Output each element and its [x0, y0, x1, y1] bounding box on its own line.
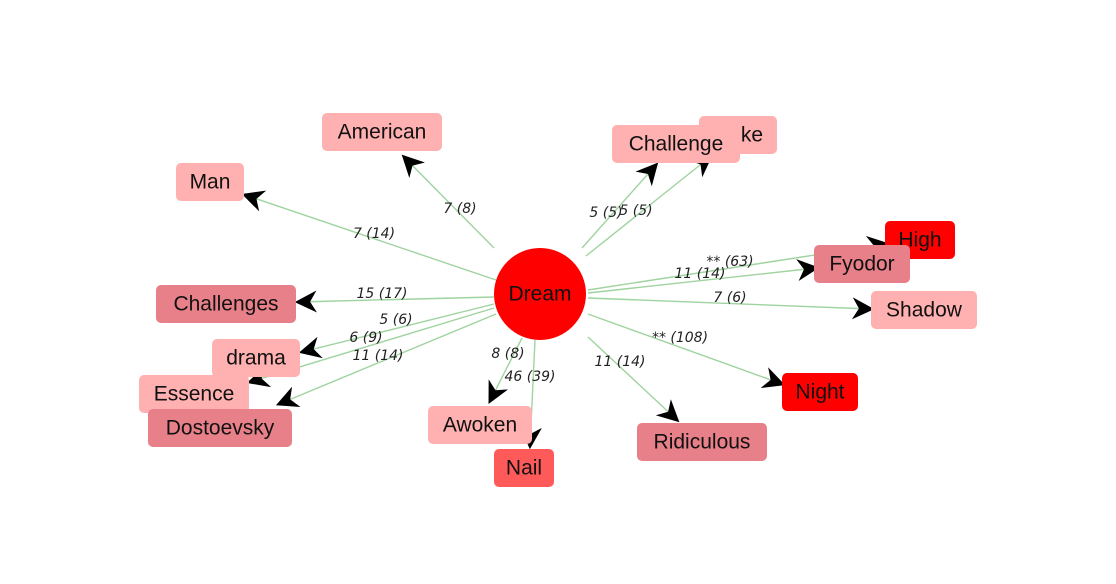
edge-dostoevsky	[275, 313, 497, 407]
node-essence[interactable]: Essence	[139, 375, 249, 413]
edge-label-man: 7 (14)	[353, 226, 395, 242]
node-box-man[interactable]	[176, 163, 244, 201]
node-label-shadow: Shadow	[886, 299, 963, 322]
node-label-challenges: Challenges	[173, 293, 278, 316]
node-box-nail[interactable]	[494, 449, 554, 487]
node-box-dostoevsky[interactable]	[148, 409, 292, 447]
edge-label-night: ** (108)	[652, 330, 708, 346]
node-label-drama: drama	[226, 347, 286, 370]
edge-label-ke: 5 (5)	[619, 203, 652, 219]
node-label-essence: Essence	[154, 383, 235, 406]
center-node-label: Dream	[508, 283, 571, 306]
edge-ridiculous	[587, 336, 680, 423]
edge-label-drama: 5 (6)	[379, 312, 412, 328]
node-fyodor[interactable]: Fyodor	[814, 245, 910, 283]
edge-label-high: ** (63)	[706, 254, 753, 270]
node-box-challenge[interactable]	[612, 125, 740, 163]
node-label-challenge: Challenge	[629, 133, 724, 156]
node-label-night: Night	[795, 381, 844, 404]
node-man[interactable]: Man	[176, 163, 244, 201]
center-node-circle[interactable]	[494, 248, 586, 340]
node-drama[interactable]: drama	[212, 339, 300, 377]
node-box-ridiculous[interactable]	[637, 423, 767, 461]
edge-fyodor	[587, 259, 820, 294]
node-challenge[interactable]: Challenge	[612, 125, 740, 163]
node-label-awoken: Awoken	[443, 414, 517, 437]
edge-shadow	[587, 297, 875, 320]
edge-label-dostoevsky: 11 (14)	[352, 348, 403, 364]
node-shadow[interactable]: Shadow	[871, 291, 977, 329]
edge-label-challenges: 15 (17)	[356, 286, 407, 302]
node-box-challenges[interactable]	[156, 285, 296, 323]
node-label-man: Man	[190, 171, 231, 194]
edge-label-ridiculous: 11 (14)	[594, 354, 645, 370]
edge-labels-layer: 7 (8) 7 (14) 15 (17) 5 (6) 6 (9) 11 (14) 8 (8)…	[349, 201, 753, 385]
edge-man	[241, 190, 497, 281]
node-box-shadow[interactable]	[871, 291, 977, 329]
edge-drama	[298, 303, 495, 359]
node-box-drama[interactable]	[212, 339, 300, 377]
node-box-awoken[interactable]	[428, 406, 532, 444]
node-nail[interactable]: Nail	[494, 449, 554, 487]
edge-awoken	[488, 337, 523, 404]
node-challenges[interactable]: Challenges	[156, 285, 296, 323]
center-node[interactable]: Dream	[494, 248, 586, 340]
edge-label-fyodor: 11 (14)	[674, 266, 725, 282]
node-label-ridiculous: Ridiculous	[654, 431, 751, 454]
node-label-nail: Nail	[506, 457, 542, 480]
edges-layer	[241, 154, 890, 450]
node-night[interactable]: Night	[782, 373, 858, 411]
edge-label-essence: 6 (9)	[349, 330, 382, 346]
edge-night	[587, 313, 786, 389]
node-box-fyodor[interactable]	[814, 245, 910, 283]
edge-label-american: 7 (8)	[443, 201, 476, 217]
node-label-high: High	[898, 229, 941, 252]
edge-label-nail: 46 (39)	[504, 369, 555, 385]
node-awoken[interactable]: Awoken	[428, 406, 532, 444]
edge-american	[401, 154, 495, 249]
edge-challenge	[581, 162, 659, 249]
node-dostoevsky[interactable]: Dostoevsky	[148, 409, 292, 447]
edge-label-shadow: 7 (6)	[713, 290, 746, 306]
node-ridiculous[interactable]: Ridiculous	[637, 423, 767, 461]
node-box-american[interactable]	[322, 113, 442, 151]
node-box-essence[interactable]	[139, 375, 249, 413]
node-american[interactable]: American	[322, 113, 442, 151]
node-label-ke: ke	[741, 124, 763, 147]
node-label-dostoevsky: Dostoevsky	[166, 417, 275, 440]
edge-label-awoken: 8 (8)	[491, 346, 524, 362]
edge-label-challenge: 5 (5)	[589, 205, 622, 221]
edge-challenges	[294, 290, 495, 313]
node-box-night[interactable]	[782, 373, 858, 411]
node-label-fyodor: Fyodor	[829, 253, 894, 276]
node-label-american: American	[338, 121, 427, 144]
edge-ke	[585, 154, 713, 257]
